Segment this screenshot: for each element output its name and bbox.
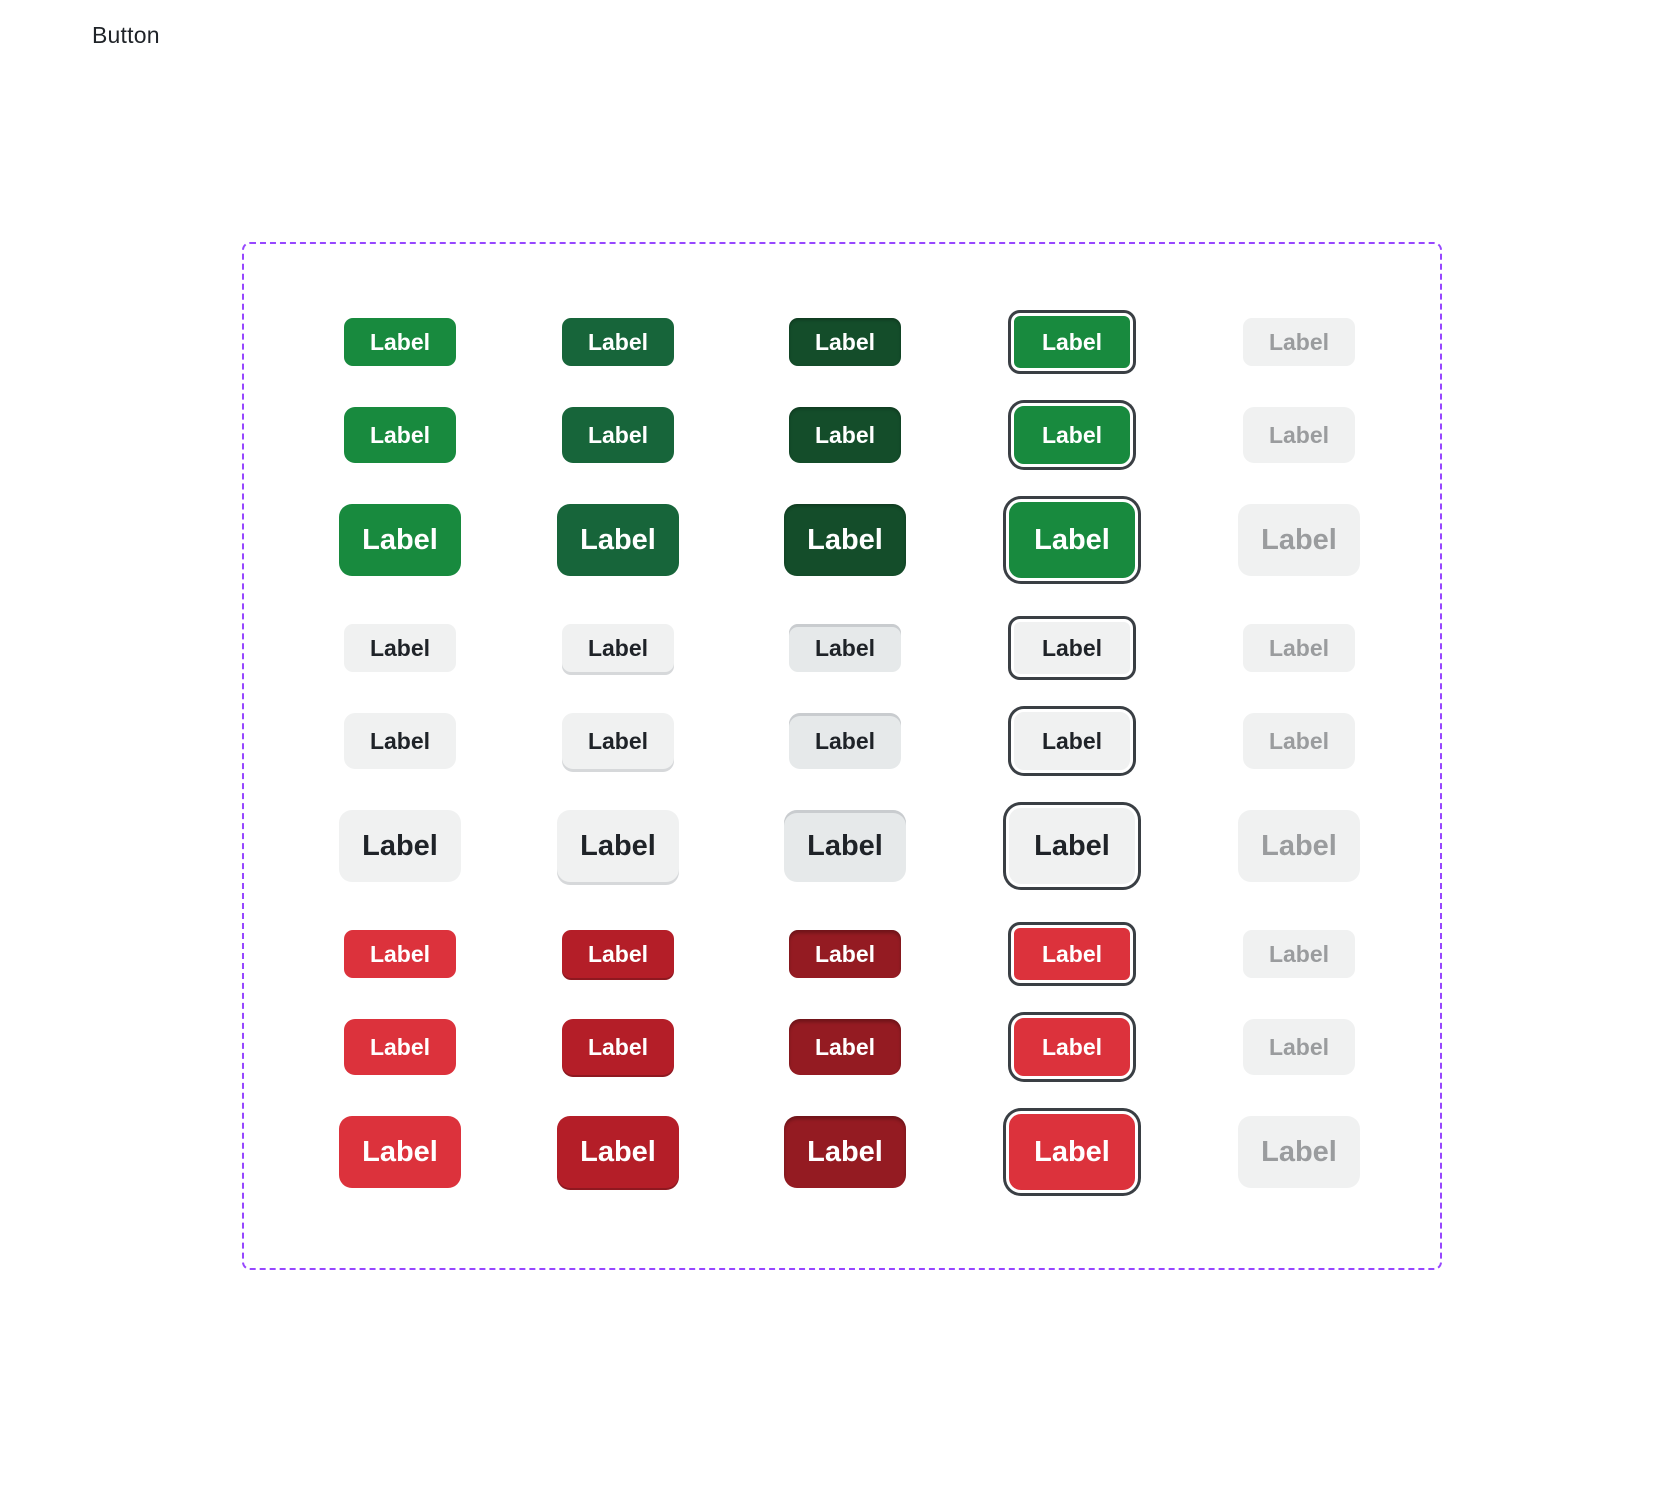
danger-md-pressed-button[interactable]: Label (789, 1019, 901, 1075)
secondary-md-focus-button[interactable]: Label (1011, 709, 1133, 773)
primary-md-hover-button[interactable]: Label (562, 407, 674, 463)
danger-md-default-button[interactable]: Label (344, 1019, 456, 1075)
secondary-sm-default-button[interactable]: Label (344, 624, 456, 672)
primary-sm-hover-button[interactable]: Label (562, 318, 674, 366)
secondary-lg-default-button[interactable]: Label (339, 810, 461, 882)
primary-lg-pressed-button[interactable]: Label (784, 504, 906, 576)
secondary-sm-focus-button[interactable]: Label (1011, 619, 1133, 677)
primary-sm-focus-button[interactable]: Label (1011, 313, 1133, 371)
danger-md-focus-button[interactable]: Label (1011, 1015, 1133, 1079)
component-set-frame (242, 242, 1442, 1270)
secondary-sm-hover-button[interactable]: Label (562, 624, 674, 672)
danger-lg-default-button[interactable]: Label (339, 1116, 461, 1188)
primary-lg-default-button[interactable]: Label (339, 504, 461, 576)
danger-lg-pressed-button[interactable]: Label (784, 1116, 906, 1188)
secondary-lg-hover-button[interactable]: Label (557, 810, 679, 882)
danger-sm-default-button[interactable]: Label (344, 930, 456, 978)
primary-sm-disabled-button: Label (1243, 318, 1355, 366)
page-title: Button (92, 22, 160, 48)
primary-md-pressed-button[interactable]: Label (789, 407, 901, 463)
danger-sm-focus-button[interactable]: Label (1011, 925, 1133, 983)
primary-sm-pressed-button[interactable]: Label (789, 318, 901, 366)
primary-sm-default-button[interactable]: Label (344, 318, 456, 366)
danger-lg-focus-button[interactable]: Label (1006, 1111, 1138, 1193)
secondary-md-disabled-button: Label (1243, 713, 1355, 769)
danger-lg-disabled-button: Label (1238, 1116, 1360, 1188)
primary-lg-disabled-button: Label (1238, 504, 1360, 576)
danger-lg-hover-button[interactable]: Label (557, 1116, 679, 1188)
danger-sm-pressed-button[interactable]: Label (789, 930, 901, 978)
secondary-lg-focus-button[interactable]: Label (1006, 805, 1138, 887)
secondary-md-pressed-button[interactable]: Label (789, 713, 901, 769)
secondary-md-hover-button[interactable]: Label (562, 713, 674, 769)
danger-md-hover-button[interactable]: Label (562, 1019, 674, 1075)
primary-md-focus-button[interactable]: Label (1011, 403, 1133, 467)
primary-md-default-button[interactable]: Label (344, 407, 456, 463)
danger-sm-hover-button[interactable]: Label (562, 930, 674, 978)
primary-md-disabled-button: Label (1243, 407, 1355, 463)
secondary-sm-disabled-button: Label (1243, 624, 1355, 672)
primary-lg-focus-button[interactable]: Label (1006, 499, 1138, 581)
secondary-lg-pressed-button[interactable]: Label (784, 810, 906, 882)
danger-md-disabled-button: Label (1243, 1019, 1355, 1075)
secondary-md-default-button[interactable]: Label (344, 713, 456, 769)
secondary-lg-disabled-button: Label (1238, 810, 1360, 882)
secondary-sm-pressed-button[interactable]: Label (789, 624, 901, 672)
primary-lg-hover-button[interactable]: Label (557, 504, 679, 576)
danger-sm-disabled-button: Label (1243, 930, 1355, 978)
